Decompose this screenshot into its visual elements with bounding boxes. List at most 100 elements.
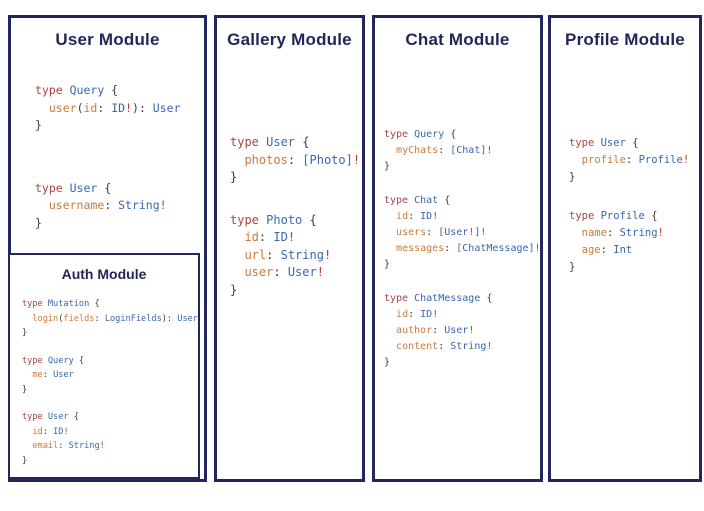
code-line: user: User! [230, 264, 362, 282]
code-block: type Photo { id: ID! url: String! user: … [230, 212, 362, 300]
code-block: type Query { me: User} [22, 354, 198, 398]
code-token [569, 227, 582, 239]
code-token: User [69, 180, 105, 195]
code-token: User [444, 324, 469, 336]
code-token [230, 153, 244, 167]
code-line: type Query { [22, 354, 198, 369]
code-token: } [384, 258, 391, 270]
code-token: { [104, 180, 112, 195]
code-token: ! [432, 211, 439, 223]
code-line: name: String! [569, 225, 699, 242]
code-line: url: String! [230, 247, 362, 265]
code-block: type Query { user(id: ID!): User} [35, 82, 204, 135]
code-line: type User { [22, 410, 198, 425]
code-line: type Profile { [569, 208, 699, 225]
code-token: ! [468, 324, 475, 336]
code-token [569, 154, 582, 166]
code-token: [ChatMessage] [456, 242, 535, 254]
code-token: type [22, 299, 48, 309]
code-block: type Chat { id: ID! users: [User!]! mess… [384, 193, 541, 272]
code-token: { [632, 137, 639, 149]
code-token: : [94, 313, 105, 324]
code-line: content: String! [384, 339, 540, 355]
code-line: } [22, 383, 198, 398]
code-token: { [302, 135, 310, 149]
code-line: type Query { [35, 82, 204, 100]
code-token: } [230, 282, 238, 297]
code-token: : [408, 309, 421, 321]
code-line: } [230, 282, 362, 300]
code-token: messages [396, 242, 445, 254]
code-token: } [384, 356, 391, 368]
code-token [230, 265, 244, 279]
code-token [384, 243, 396, 254]
code-token: { [651, 210, 658, 222]
code-token: Query [47, 355, 79, 366]
code-token: String [68, 441, 100, 451]
code-token: [Photo] [302, 152, 353, 167]
code-token: : [432, 324, 445, 336]
code-token: : [42, 370, 54, 380]
panel-title: Chat Module [405, 30, 510, 49]
code-token: : [287, 152, 303, 167]
code-token: ( [58, 313, 64, 324]
code-token: String [619, 227, 658, 239]
code-token: } [230, 170, 238, 184]
code-line: photos: [Photo]! [230, 152, 362, 170]
code-token: { [73, 412, 79, 422]
code-block: type User { username: String!} [35, 180, 204, 233]
code-token: : [104, 198, 119, 212]
panel-gallery-module: Gallery Module type User { photos: [Phot… [214, 15, 365, 482]
code-token: LoginFields [104, 313, 162, 324]
code-token: user [48, 100, 77, 115]
code-line: profile: Profile! [569, 152, 699, 169]
code-token: ID [111, 100, 126, 115]
code-token: : [606, 227, 620, 239]
code-line: } [35, 215, 204, 233]
code-token: ! [432, 309, 439, 321]
code-area: type Query { user(id: ID!): User} type Us… [11, 82, 204, 277]
code-line: author: User! [384, 323, 540, 339]
code-token: User [266, 135, 303, 149]
code-token: ! [125, 100, 133, 115]
code-token: type [569, 210, 601, 222]
code-line: } [569, 259, 699, 276]
panel-title: User Module [55, 30, 160, 49]
code-block: type User { profile: Profile!} [569, 135, 699, 186]
code-token: } [35, 215, 42, 230]
code-token: photos [244, 152, 288, 167]
code-block: type User { photos: [Photo]!} [230, 134, 362, 187]
code-token: email [32, 441, 59, 451]
code-token: [Chat] [450, 144, 487, 156]
panel-auth-module: Auth Module type Mutation { login(fields… [8, 253, 200, 479]
code-area: type User { photos: [Photo]!}type Photo … [217, 134, 362, 324]
code-area: type User { profile: Profile!} type Profi… [551, 135, 699, 298]
code-token: { [94, 299, 100, 309]
code-token: User [600, 137, 633, 149]
panel-profile-module: Profile Module type User { profile: Prof… [548, 15, 702, 482]
code-line: type User { [569, 135, 699, 152]
code-token [35, 198, 49, 212]
code-token: username [48, 198, 105, 212]
code-token: { [111, 83, 119, 97]
code-line: } [22, 326, 198, 341]
code-token: Mutation [47, 299, 95, 309]
code-token: ! [486, 144, 493, 156]
code-token: ! [486, 340, 493, 352]
code-line: myChats: [Chat]! [384, 143, 540, 159]
code-token [22, 370, 32, 380]
code-token: ): [161, 313, 178, 324]
code-token: ): [132, 100, 153, 115]
code-token: type [230, 212, 267, 227]
code-line: } [569, 169, 699, 186]
code-token: ! [159, 198, 167, 212]
code-token: ! [323, 247, 332, 262]
code-token: users [396, 226, 427, 238]
code-token: } [22, 328, 28, 338]
code-token: : [600, 244, 614, 256]
code-token: : [438, 340, 451, 352]
code-token: { [78, 355, 85, 366]
code-token: [User [438, 226, 469, 238]
code-token: : [42, 426, 54, 437]
code-token [22, 314, 32, 324]
